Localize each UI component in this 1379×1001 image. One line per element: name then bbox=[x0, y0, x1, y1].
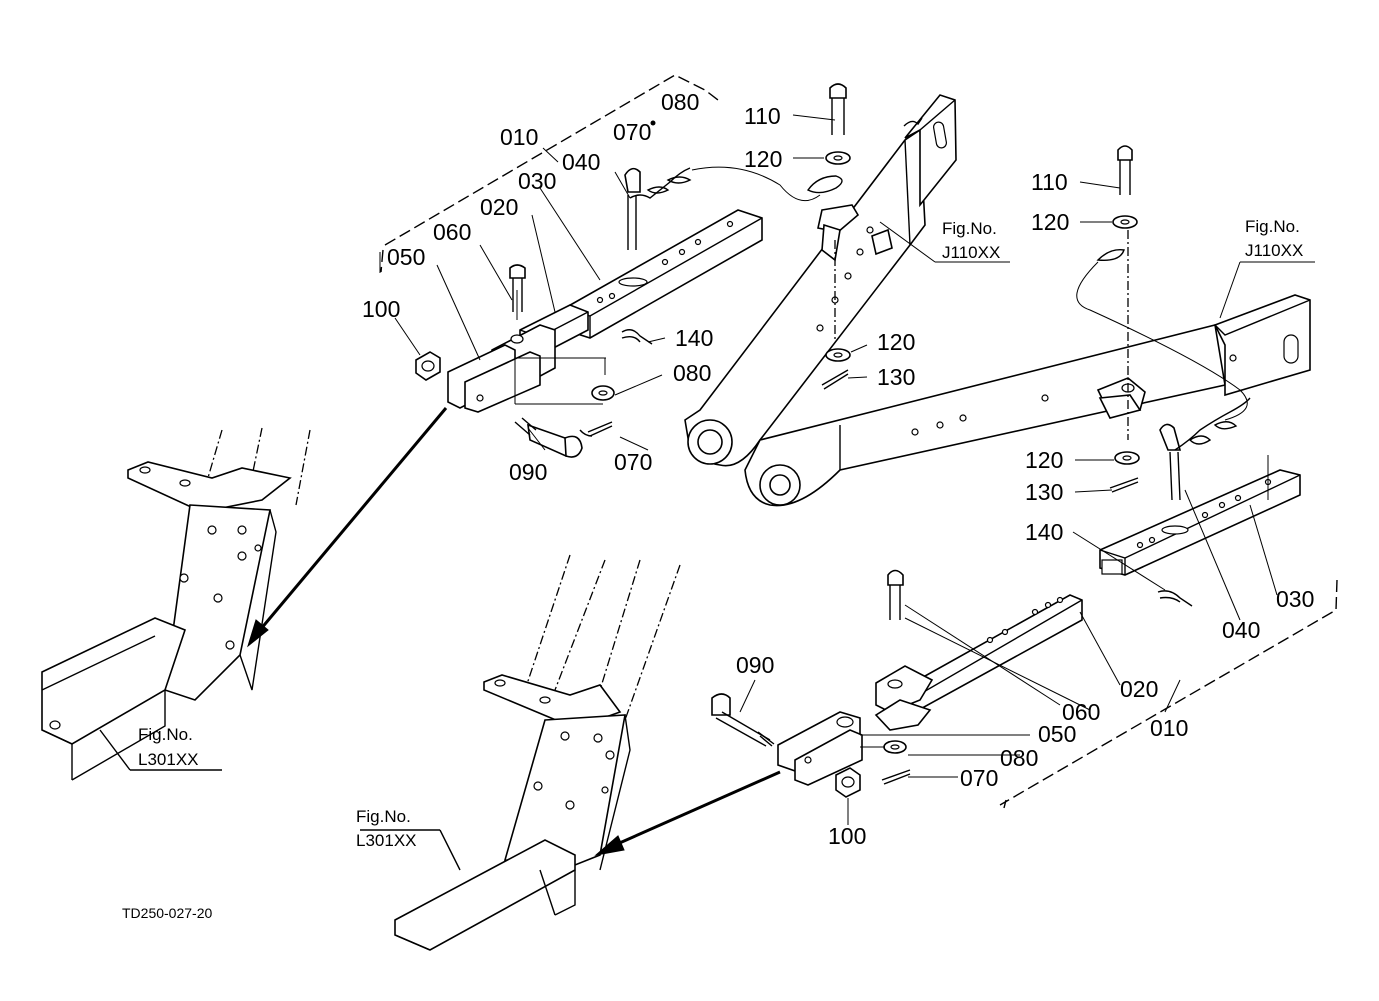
callout-030-right: 030 bbox=[1276, 586, 1314, 612]
callout-070-left: 070 bbox=[614, 449, 652, 475]
callout-080-right: 080 bbox=[1000, 745, 1038, 771]
callout-130-a: 130 bbox=[877, 364, 915, 390]
drawing-code: TD250-027-20 bbox=[122, 905, 212, 921]
frame-bottom-drawing bbox=[360, 554, 681, 951]
callout-120-b: 120 bbox=[877, 329, 915, 355]
callout-040-left: 040 bbox=[562, 149, 600, 175]
callout-080-left: 080 bbox=[673, 360, 711, 386]
callout-090-right: 090 bbox=[736, 652, 774, 678]
callout-110-a: 110 bbox=[744, 103, 781, 129]
fig-ref-frame-bottom-line2: L301XX bbox=[356, 831, 417, 850]
right-assembly-labels: 140 040 030 090 060 020 010 050 080 070 … bbox=[736, 519, 1314, 849]
callout-020-left: 020 bbox=[480, 194, 518, 220]
callout-120-c: 120 bbox=[1031, 209, 1069, 235]
fig-ref-frame-left-line1: Fig.No. bbox=[138, 725, 193, 744]
left-assembly-drawing bbox=[379, 74, 821, 458]
callout-050-right: 050 bbox=[1038, 721, 1076, 747]
callout-070-right: 070 bbox=[960, 765, 998, 791]
callout-080-top: 080 bbox=[661, 89, 699, 115]
right-lower-link-drawing bbox=[744, 145, 1311, 507]
callout-010-left: 010 bbox=[500, 124, 538, 150]
fig-ref-top-link-right-line2: J110XX bbox=[1245, 241, 1303, 260]
fig-ref-top-link-left-line2: J110XX bbox=[942, 243, 1000, 262]
fig-ref-frame-left-line2: L301XX bbox=[138, 750, 199, 769]
left-assembly-labels: 010 030 040 070 080 020 060 050 100 140 … bbox=[362, 89, 713, 485]
callout-060-right: 060 bbox=[1062, 699, 1100, 725]
callout-dot bbox=[650, 120, 656, 126]
center-top-link-drawing bbox=[684, 83, 957, 467]
fig-ref-top-link-left-line1: Fig.No. bbox=[942, 219, 997, 238]
callout-140-right: 140 bbox=[1025, 519, 1063, 545]
arrow-left-mount bbox=[247, 407, 448, 648]
leader-lines bbox=[394, 114, 1315, 825]
fig-ref-top-link-right-line1: Fig.No. bbox=[1245, 217, 1300, 236]
callout-020-right: 020 bbox=[1120, 676, 1158, 702]
fig-ref-frame-bottom-line1: Fig.No. bbox=[356, 807, 411, 826]
callout-100-right: 100 bbox=[828, 823, 866, 849]
center-labels: 110 120 120 130 110 120 120 130 bbox=[744, 103, 1069, 505]
callout-050-left: 050 bbox=[387, 244, 425, 270]
callout-100-left: 100 bbox=[362, 296, 400, 322]
callout-120-a: 120 bbox=[744, 146, 782, 172]
callout-040-right: 040 bbox=[1222, 617, 1260, 643]
callout-070-top: 070 bbox=[613, 119, 651, 145]
callout-130-b: 130 bbox=[1025, 479, 1063, 505]
figure-references: Fig.No. J110XX Fig.No. J110XX Fig.No. L3… bbox=[138, 217, 1303, 850]
frame-left-drawing bbox=[41, 427, 311, 781]
right-assembly-drawing bbox=[711, 455, 1338, 809]
callout-110-b: 110 bbox=[1031, 169, 1068, 195]
arrow-bottom-mount bbox=[594, 770, 781, 856]
callout-090-left: 090 bbox=[509, 459, 547, 485]
callout-010-right: 010 bbox=[1150, 715, 1188, 741]
callout-060-left: 060 bbox=[433, 219, 471, 245]
callout-030-left: 030 bbox=[518, 168, 556, 194]
callout-140-left: 140 bbox=[675, 325, 713, 351]
callout-120-d: 120 bbox=[1025, 447, 1063, 473]
